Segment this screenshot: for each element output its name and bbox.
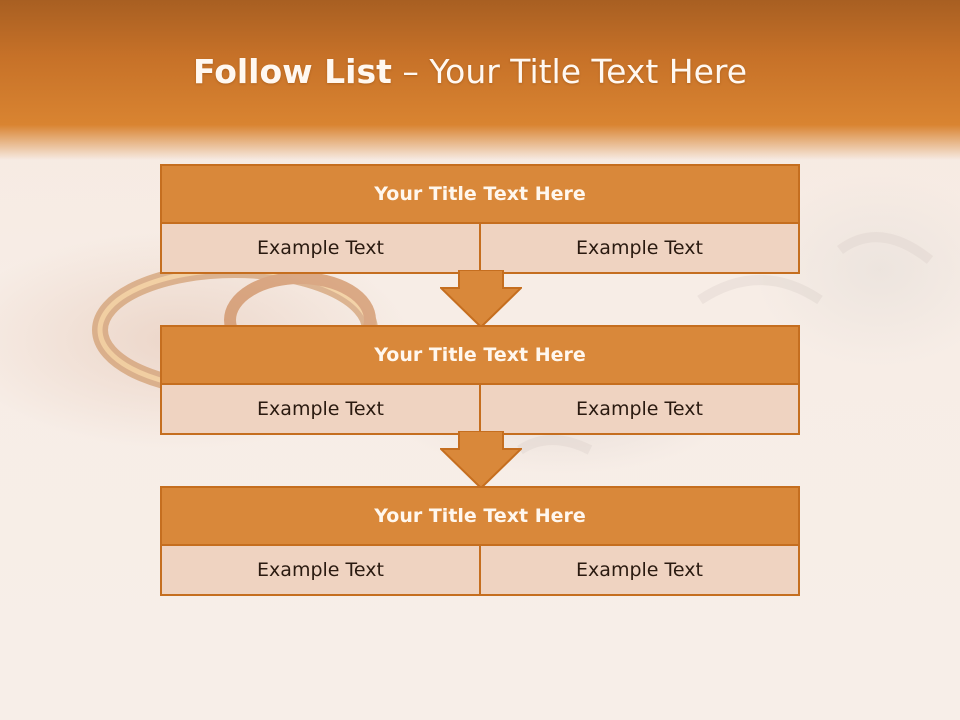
box-row: Example Text Example Text (162, 385, 798, 433)
page-title: Follow List – Your Title Text Here (0, 52, 940, 91)
box-left-cell: Example Text (162, 224, 479, 272)
box-right-cell: Example Text (479, 546, 798, 594)
box-heading: Your Title Text Here (162, 166, 798, 224)
list-box-1: Your Title Text Here Example Text Exampl… (160, 164, 800, 274)
box-right-cell: Example Text (479, 385, 798, 433)
box-row: Example Text Example Text (162, 546, 798, 594)
box-left-cell: Example Text (162, 385, 479, 433)
title-bold: Follow List (192, 52, 392, 91)
box-row: Example Text Example Text (162, 224, 798, 272)
list-box-3: Your Title Text Here Example Text Exampl… (160, 486, 800, 596)
title-rest: – Your Title Text Here (391, 52, 748, 91)
box-right-cell: Example Text (479, 224, 798, 272)
header-band (0, 0, 960, 160)
box-heading: Your Title Text Here (162, 488, 798, 546)
down-arrow-icon (440, 431, 522, 489)
down-arrow-icon (440, 270, 522, 328)
list-box-2: Your Title Text Here Example Text Exampl… (160, 325, 800, 435)
box-left-cell: Example Text (162, 546, 479, 594)
box-heading: Your Title Text Here (162, 327, 798, 385)
